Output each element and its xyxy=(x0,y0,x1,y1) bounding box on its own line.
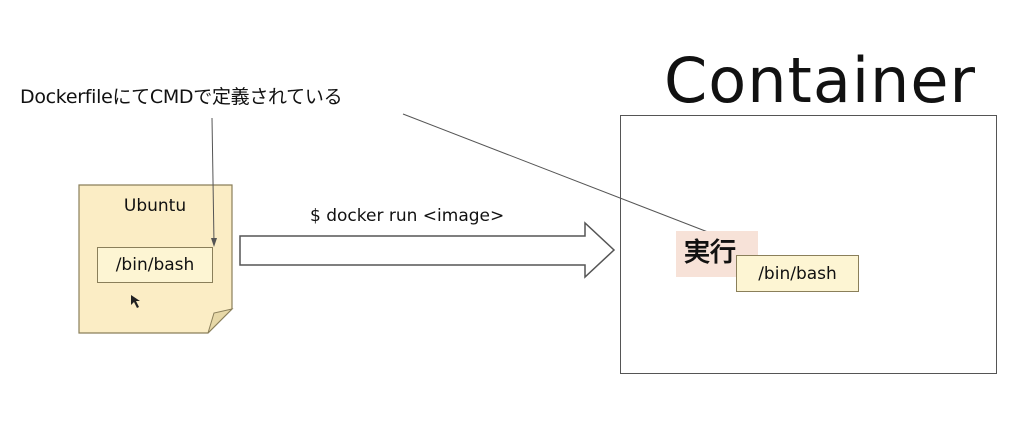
container-cmd-text: /bin/bash xyxy=(758,263,837,284)
container-cmd-box: /bin/bash xyxy=(736,255,859,292)
image-cmd-text: /bin/bash xyxy=(115,255,195,275)
exec-label: 実行 xyxy=(676,231,758,277)
note-arrowhead-image xyxy=(211,238,217,247)
image-title: Ubuntu xyxy=(123,196,187,216)
image-document-fold xyxy=(207,308,234,334)
note-line-to-image xyxy=(211,117,215,244)
run-command-label: $ docker run <image> xyxy=(310,206,505,226)
cursor-icon xyxy=(131,295,140,308)
note-label: DockerfileにてCMDで定義されている xyxy=(20,86,343,108)
note-line-to-container xyxy=(402,113,745,247)
image-cmd-box: /bin/bash xyxy=(97,247,213,283)
container-title: Container xyxy=(664,44,976,117)
run-arrow xyxy=(239,221,616,279)
container-box xyxy=(620,115,997,374)
